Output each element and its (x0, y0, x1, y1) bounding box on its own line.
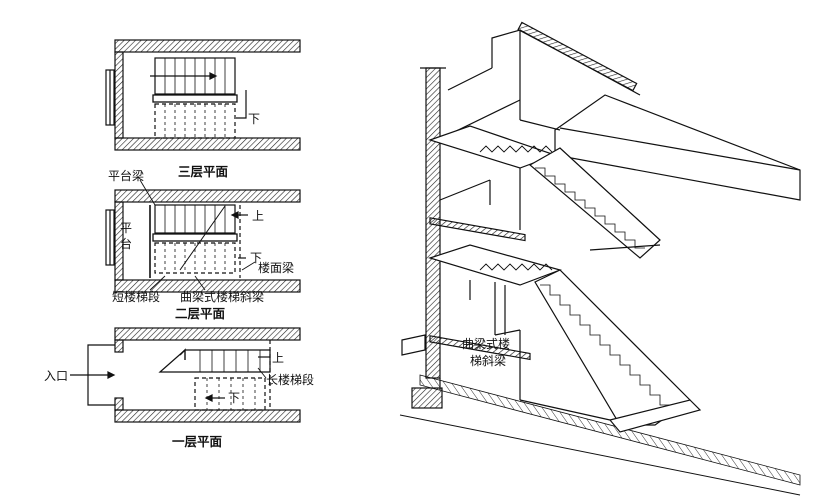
entrance-label: 入口 (44, 369, 68, 383)
footing (411, 387, 443, 409)
handrail (152, 233, 238, 242)
second-floor-title: 二层平面 (175, 306, 226, 321)
perspective-label-line1: 曲梁式楼 (462, 336, 510, 351)
landing-beam-label: 平台梁 (108, 168, 144, 183)
floor-beam-label: 楼面梁 (258, 260, 294, 275)
top-wall (114, 327, 301, 341)
perspective-view (399, 21, 801, 496)
long-flight-label: 长楼梯段 (266, 372, 314, 387)
second-floor-up-label: 上 (252, 209, 264, 223)
landing-label-line2: 台 (120, 236, 132, 251)
third-floor-plan (105, 39, 301, 151)
first-floor-plan (70, 327, 301, 423)
bottom-wall (114, 279, 301, 293)
first-floor-up-label: 上 (272, 351, 284, 365)
third-floor-slab (429, 217, 526, 242)
end-wall (114, 51, 124, 139)
third-floor-title: 三层平面 (178, 164, 229, 179)
top-wall (114, 39, 301, 53)
roof-slab (517, 21, 638, 92)
third-floor-down-label: 下 (248, 112, 260, 126)
perspective-label-line2: 梯斜梁 (470, 353, 506, 368)
curved-stringer-label: 曲梁式楼梯斜梁 (180, 289, 264, 304)
bottom-wall (114, 409, 301, 423)
first-floor-title: 一层平面 (172, 434, 223, 449)
second-floor-plan (105, 179, 301, 293)
short-flight-label: 短楼梯段 (112, 289, 160, 304)
second-floor-slab (429, 335, 531, 361)
top-wall (114, 189, 301, 203)
handrail (152, 94, 238, 103)
second-floor-down-label: 下 (250, 251, 262, 265)
bottom-wall (114, 137, 301, 151)
end-wall (114, 201, 124, 281)
landing-label-line1: 平 (120, 221, 132, 235)
first-floor-down-label: 下 (228, 391, 240, 405)
